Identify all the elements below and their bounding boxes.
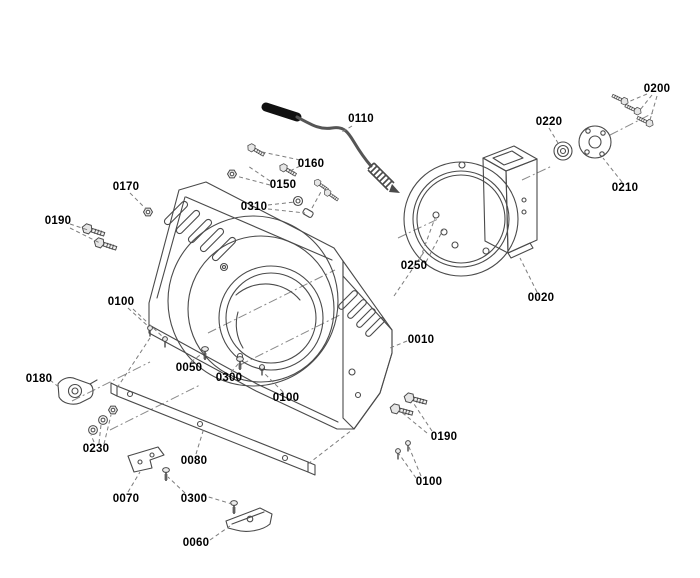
callout-0080: 0080: [180, 455, 208, 467]
callout-leader-lines: [49, 93, 658, 541]
callout-0160: 0160: [297, 158, 325, 170]
callout-0020: 0020: [527, 292, 555, 304]
bearing-bracket-0180-drawing: [57, 377, 98, 405]
callout-0230: 0230: [82, 443, 110, 455]
callout-0150: 0150: [269, 179, 297, 191]
bearing-0220-drawing: [553, 141, 573, 161]
skid-shoe-0060-drawing: [225, 507, 273, 532]
callout-0100-mid: 0100: [272, 392, 300, 404]
callout-0100-upper: 0100: [107, 296, 135, 308]
hardware-0230-drawing: [88, 405, 118, 435]
flange-0210-drawing: [578, 125, 612, 159]
callout-0060: 0060: [182, 537, 210, 549]
callout-0170: 0170: [112, 181, 140, 193]
frame-bar-0080-drawing: [110, 337, 353, 476]
bracket-0070-drawing: [127, 446, 165, 473]
callout-0300-bottom: 0300: [180, 493, 208, 505]
callout-0110: 0110: [348, 113, 374, 125]
callout-0180: 0180: [25, 373, 53, 385]
callout-0300-mid: 0300: [215, 372, 243, 384]
callout-0200: 0200: [643, 83, 671, 95]
callout-0050: 0050: [175, 362, 203, 374]
fastener-cluster-drawing: [143, 142, 340, 218]
callout-0210: 0210: [611, 182, 639, 194]
housing-fasteners-drawing: [146, 324, 266, 377]
callout-0310: 0310: [240, 201, 268, 213]
bolts-0190-left-drawing: [80, 222, 119, 254]
alignment-axis-lines: [71, 111, 656, 431]
auger-housing-drawing: [148, 181, 393, 430]
bolts-0200-drawing: [610, 92, 655, 129]
crank-spring: [367, 162, 395, 191]
impeller-housing-drawing: [393, 145, 538, 297]
callout-0070: 0070: [112, 493, 140, 505]
callout-0190-right: 0190: [430, 431, 458, 443]
callout-0250: 0250: [400, 260, 428, 272]
callout-0190-left: 0190: [44, 215, 72, 227]
vent-slots-right: [338, 290, 385, 337]
callout-0010: 0010: [407, 334, 435, 346]
screws-0300-bottom-drawing: [161, 466, 239, 515]
callout-0100-right: 0100: [415, 476, 443, 488]
callout-0220: 0220: [535, 116, 563, 128]
bolts-0190-right-drawing: [388, 391, 429, 461]
